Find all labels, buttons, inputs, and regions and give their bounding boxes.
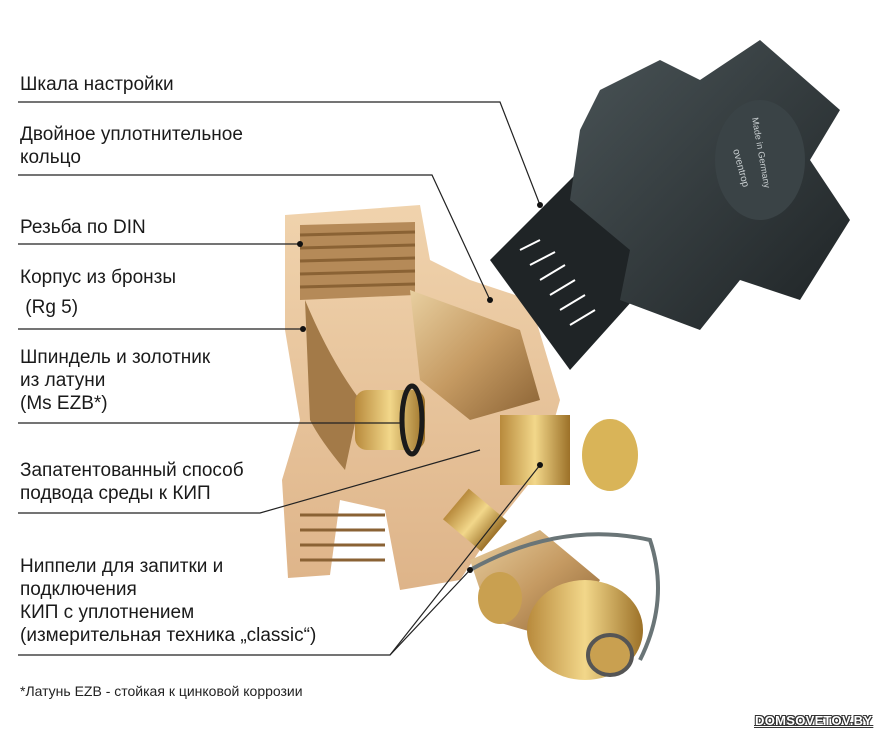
label-patent: Запатентованный способ подвода среды к К… xyxy=(20,459,244,505)
label-spindle: Шпиндель и золотник из латуни (Ms EZB*) xyxy=(20,346,210,415)
label-text: Резьба по DIN xyxy=(20,217,146,238)
label-text: подвода среды к КИП xyxy=(20,483,211,504)
leader-dots xyxy=(297,202,543,573)
label-text: из латуни xyxy=(20,370,106,391)
measuring-nipple xyxy=(469,530,660,680)
label-body: Корпус из бронзы (Rg 5) xyxy=(20,266,176,319)
leader-nipple-b xyxy=(389,464,541,656)
label-text: Ниппели для запитки и xyxy=(20,556,224,577)
label-text: Двойное уплотнительное xyxy=(20,124,243,145)
label-text: Запатентованный способ xyxy=(20,460,244,481)
brass-spindle xyxy=(355,383,638,552)
leader-oring xyxy=(18,174,491,301)
footnote: *Латунь EZB - стойкая к цинковой коррози… xyxy=(20,683,303,699)
watermark: DOMSOVETOV.BY xyxy=(755,713,873,728)
label-text: подключения xyxy=(20,579,137,600)
label-text: кольцо xyxy=(20,147,81,168)
label-thread: Резьба по DIN xyxy=(20,216,146,239)
leader-lines xyxy=(18,101,541,656)
label-text: (Ms EZB*) xyxy=(20,393,108,414)
label-oring: Двойное уплотнительное кольцо xyxy=(20,123,243,169)
label-text: Шпиндель и золотник xyxy=(20,347,211,368)
label-text: Шкала настройки xyxy=(20,74,174,95)
handwheel-knob: oventrop Made in Germany xyxy=(570,40,850,330)
label-scale: Шкала настройки xyxy=(20,73,174,96)
label-text: КИП с уплотнением xyxy=(20,602,195,623)
leader-patent xyxy=(18,449,481,514)
leader-scale xyxy=(18,101,541,206)
label-text: Корпус из бронзы xyxy=(20,267,177,288)
label-nipple: Ниппели для запитки и подключения КИП с … xyxy=(20,555,316,647)
label-text: (измерительная техника „classic“) xyxy=(20,625,317,646)
label-text: (Rg 5) xyxy=(20,297,79,318)
